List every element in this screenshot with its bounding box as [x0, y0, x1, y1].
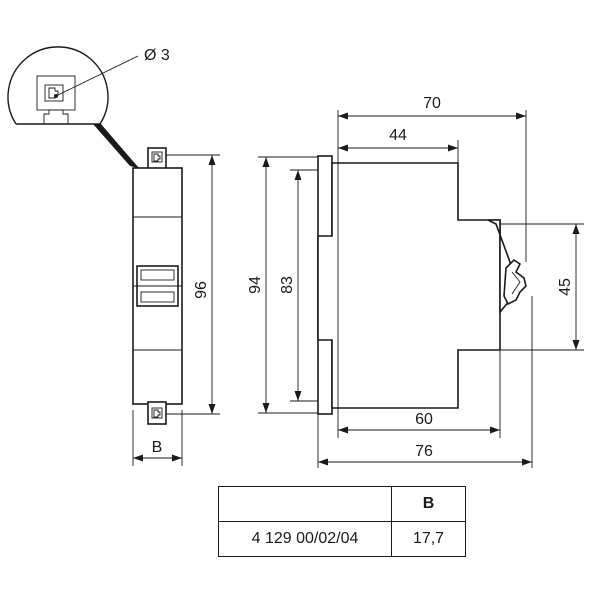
table-header-row: B [218, 486, 466, 522]
side-total-height-label: 94 [247, 276, 264, 294]
table-header-cell: B [391, 486, 466, 522]
side-total-depth-label: 70 [423, 95, 441, 112]
terminal-detail [7, 46, 139, 169]
table-header-cell [218, 486, 392, 522]
table-row: 4 129 00/02/04 17,7 [218, 521, 466, 557]
front-width-label: B [152, 439, 163, 456]
side-inner-height-label: 83 [279, 276, 296, 294]
table-cell-width: 17,7 [391, 521, 466, 557]
table-cell-article: 4 129 00/02/04 [218, 521, 392, 557]
side-bottom-depth-label: 60 [415, 411, 433, 428]
front-part-height-label: 45 [557, 278, 574, 296]
side-view [317, 155, 527, 415]
dimension-table: B 4 129 00/02/04 17,7 [218, 486, 466, 557]
front-view [132, 147, 183, 425]
front-height-label: 96 [193, 281, 210, 299]
side-overall-depth-label: 76 [415, 443, 433, 460]
hole-diameter-label: Ø 3 [144, 47, 170, 64]
side-inner-depth-label: 44 [389, 127, 407, 144]
